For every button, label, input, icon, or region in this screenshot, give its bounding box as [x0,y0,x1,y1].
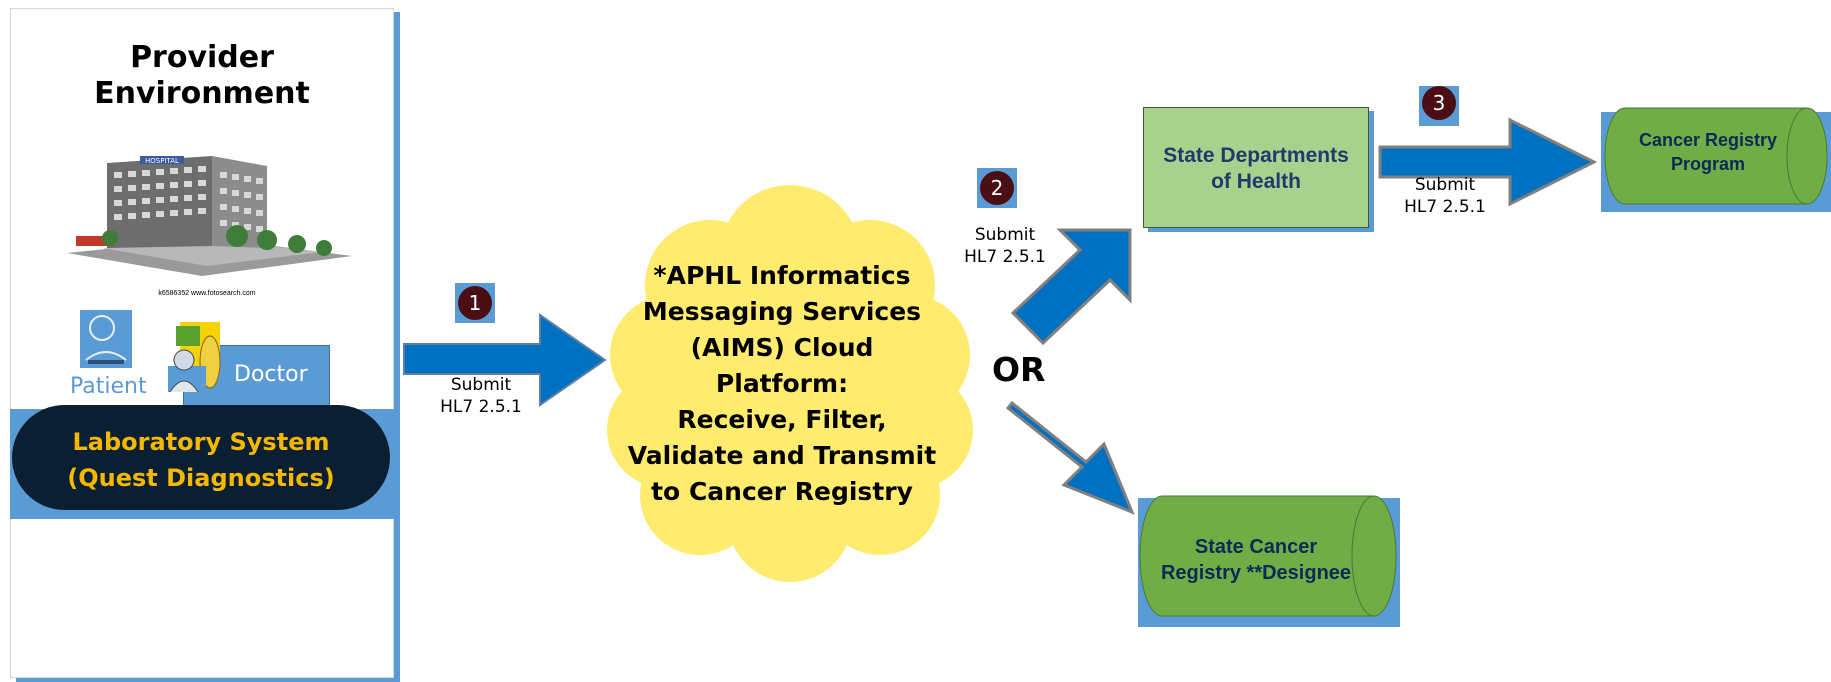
state-cancer-registry-label: State Cancer Registry **Designee [1146,534,1366,586]
arrow-to-cancer-program [1378,117,1598,207]
step1-format: HL7 2.5.1 [440,397,522,417]
step1-submit: Submit [450,375,512,395]
cloud-line7: to Cancer Registry [651,477,913,506]
cancer-program-line1: Cancer Registry [1638,130,1778,150]
patient-icon [80,310,132,368]
doctor-icon [168,322,221,392]
step1-badge: 1 [458,286,492,320]
image-caption: k6586352 www.fotosearch.com [158,290,256,297]
step2-submit: Submit [974,225,1036,245]
state-dept-line2: of Health [1211,170,1301,193]
cancer-registry-program-label: Cancer Registry Program [1618,128,1798,176]
cloud-line1: *APHL Informatics [653,261,911,290]
cloud-line4: Platform: [715,369,849,398]
state-registry-line1: State Cancer [1194,536,1318,558]
aims-cloud [607,185,973,582]
cancer-program-line2: Program [1670,154,1746,174]
cloud-line3: (AIMS) Cloud [690,333,874,362]
or-label: OR [992,350,1046,389]
state-dept-line1: State Departments [1163,144,1349,167]
laboratory-system-line2: (Quest Diagnostics) [67,464,335,492]
patient-label: Patient [70,374,147,399]
step3-format: HL7 2.5.1 [1404,197,1486,217]
step3-badge: 3 [1422,86,1456,120]
step2-format: HL7 2.5.1 [964,247,1046,267]
aims-cloud-text: *APHL Informatics Messaging Services (AI… [612,258,952,510]
doctor-label: Doctor [234,362,308,387]
provider-title-line1: Provider [130,40,274,75]
provider-title: Provider Environment [10,40,394,112]
step2-label: Submit HL7 2.5.1 [960,224,1050,268]
arrow-to-state-dept [1010,228,1132,346]
step2-badge: 2 [980,171,1014,205]
arrow-to-cloud [403,313,607,407]
step1-label: Submit HL7 2.5.1 [436,374,526,418]
laboratory-system [12,405,390,510]
cloud-line6: Validate and Transmit [627,441,937,470]
arrow-to-state-registry [1005,400,1135,515]
state-departments-label: State Departments of Health [1143,143,1369,195]
cloud-line5: Receive, Filter, [677,405,887,434]
hospital-image: HOSPITAL [67,156,352,276]
provider-title-line2: Environment [94,76,310,111]
state-departments-box [1143,107,1369,228]
state-cancer-registry-cylinder [1138,495,1400,627]
step3-submit: Submit [1414,175,1476,195]
cloud-line2: Messaging Services [642,297,922,326]
state-registry-line2: Registry **Designee [1160,562,1352,584]
step3-label: Submit HL7 2.5.1 [1400,174,1490,218]
laboratory-system-line1: Laboratory System [72,428,330,456]
cancer-registry-program-cylinder [1601,107,1831,212]
hospital-sign: HOSPITAL [145,157,179,165]
